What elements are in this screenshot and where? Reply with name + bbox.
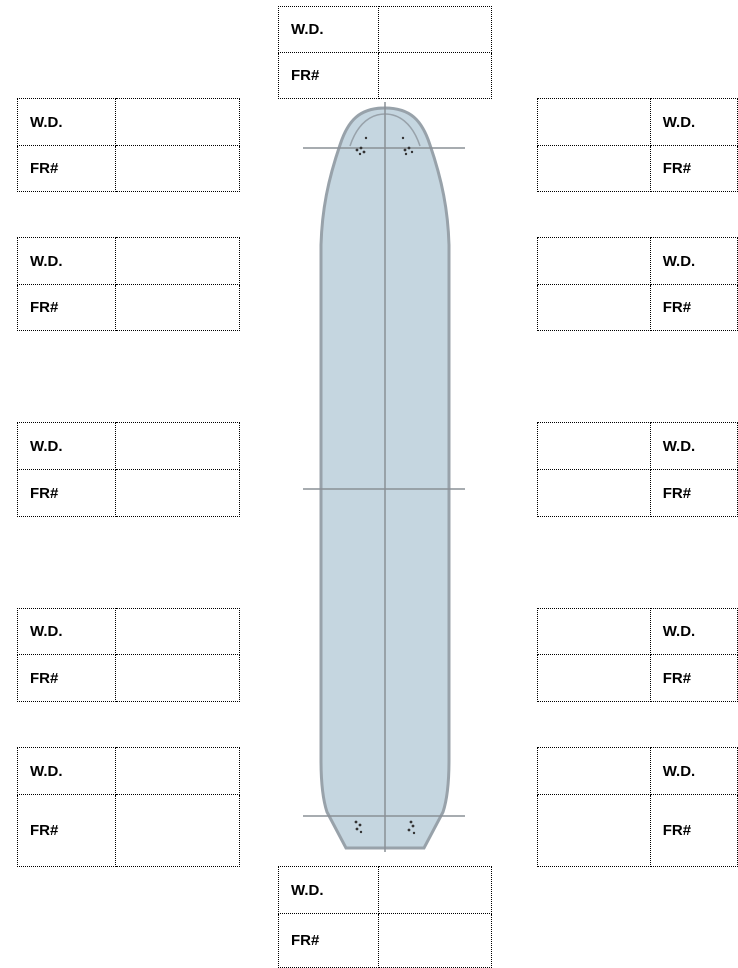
- wd-value-cell[interactable]: [538, 99, 651, 146]
- wd-label: W.D.: [650, 748, 737, 795]
- fr-value-cell[interactable]: [379, 914, 492, 968]
- wd-label: W.D.: [18, 423, 116, 470]
- wd-label: W.D.: [18, 609, 116, 655]
- wd-value-cell[interactable]: [379, 7, 492, 53]
- wd-value-cell[interactable]: [538, 748, 651, 795]
- fr-value-cell[interactable]: [538, 285, 651, 331]
- fr-label: FR#: [279, 53, 379, 99]
- wd-value-cell[interactable]: [538, 609, 651, 655]
- fr-value-cell[interactable]: [538, 146, 651, 192]
- wd-label: W.D.: [18, 748, 116, 795]
- table-bottom-center: W.D. FR#: [278, 866, 492, 968]
- fr-label: FR#: [650, 146, 737, 192]
- fr-label: FR#: [18, 795, 116, 867]
- table-right-3: W.D. FR#: [537, 422, 738, 517]
- table-left-3: W.D. FR#: [17, 422, 240, 517]
- fr-value-cell[interactable]: [538, 470, 651, 517]
- table-left-1: W.D. FR#: [17, 98, 240, 192]
- wd-label: W.D.: [650, 423, 737, 470]
- table-right-4: W.D. FR#: [537, 608, 738, 702]
- table-top-center: W.D. FR#: [278, 6, 492, 99]
- table-right-5: W.D. FR#: [537, 747, 738, 867]
- fr-label: FR#: [650, 285, 737, 331]
- fr-value-cell[interactable]: [538, 795, 651, 867]
- fr-label: FR#: [18, 285, 116, 331]
- wd-value-cell[interactable]: [116, 99, 240, 146]
- fr-label: FR#: [650, 470, 737, 517]
- wd-label: W.D.: [650, 609, 737, 655]
- wd-value-cell[interactable]: [538, 238, 651, 285]
- fr-value-cell[interactable]: [538, 655, 651, 702]
- wd-label: W.D.: [279, 7, 379, 53]
- table-left-2: W.D. FR#: [17, 237, 240, 331]
- fr-label: FR#: [650, 795, 737, 867]
- fr-label: FR#: [279, 914, 379, 968]
- wd-label: W.D.: [18, 99, 116, 146]
- fr-label: FR#: [18, 146, 116, 192]
- wd-value-cell[interactable]: [538, 423, 651, 470]
- fr-value-cell[interactable]: [116, 285, 240, 331]
- fr-label: FR#: [18, 655, 116, 702]
- table-left-4: W.D. FR#: [17, 608, 240, 702]
- table-right-1: W.D. FR#: [537, 98, 738, 192]
- wd-value-cell[interactable]: [116, 609, 240, 655]
- wd-value-cell[interactable]: [379, 867, 492, 914]
- fr-value-cell[interactable]: [379, 53, 492, 99]
- wd-value-cell[interactable]: [116, 748, 240, 795]
- fr-value-cell[interactable]: [116, 470, 240, 517]
- wd-value-cell[interactable]: [116, 238, 240, 285]
- wd-label: W.D.: [650, 99, 737, 146]
- board-diagram: [300, 100, 470, 856]
- table-left-5: W.D. FR#: [17, 747, 240, 867]
- table-right-2: W.D. FR#: [537, 237, 738, 331]
- fr-label: FR#: [18, 470, 116, 517]
- wd-label: W.D.: [650, 238, 737, 285]
- fr-value-cell[interactable]: [116, 146, 240, 192]
- wd-label: W.D.: [18, 238, 116, 285]
- wd-value-cell[interactable]: [116, 423, 240, 470]
- wd-label: W.D.: [279, 867, 379, 914]
- fr-value-cell[interactable]: [116, 655, 240, 702]
- fr-label: FR#: [650, 655, 737, 702]
- fr-value-cell[interactable]: [116, 795, 240, 867]
